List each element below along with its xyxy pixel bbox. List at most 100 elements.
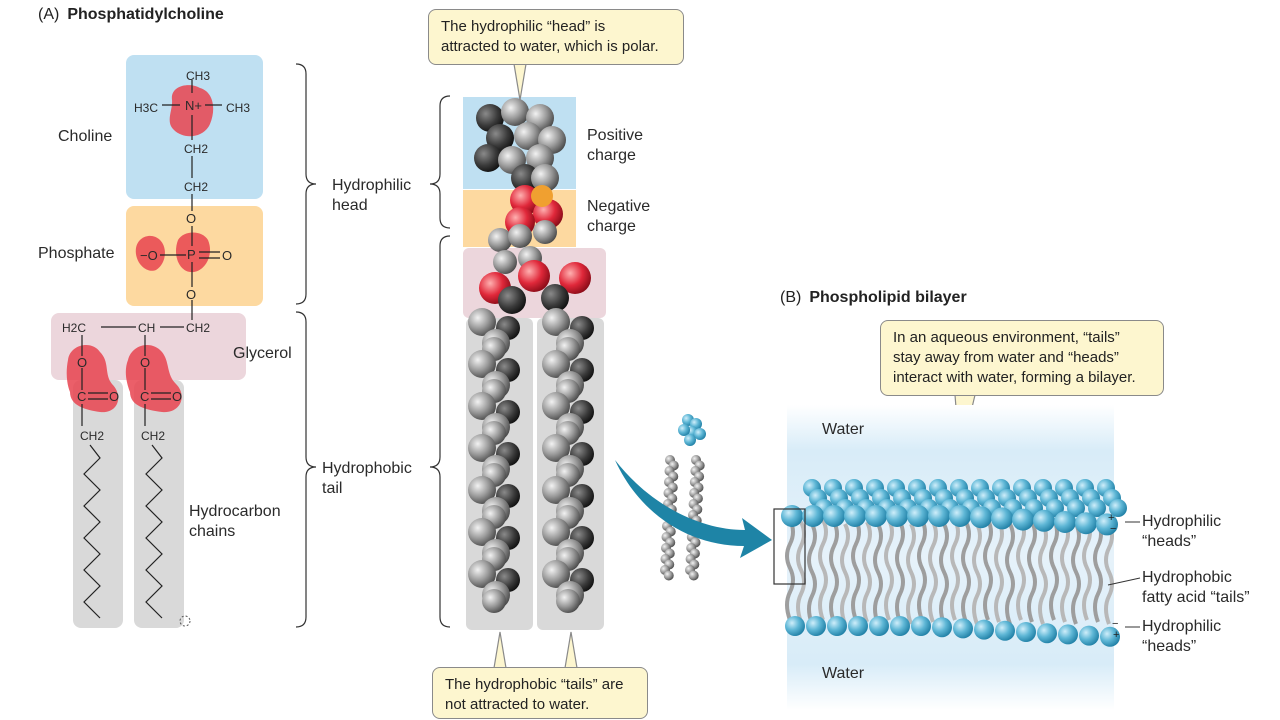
head-atom	[511, 164, 539, 192]
head-atom	[474, 144, 502, 172]
label-heads-bottom-2: “heads”	[1142, 638, 1197, 655]
bracket-tail-right	[429, 235, 451, 628]
label-hydrocarbon-2: chains	[189, 523, 236, 540]
fatty-acid-tail	[873, 523, 883, 625]
head-top-front	[1075, 512, 1097, 535]
head-top-front	[907, 505, 929, 527]
fatty-acid-tail	[884, 519, 894, 621]
label-phosphate: Phosphate	[38, 245, 115, 262]
label-heads-bottom-1: Hydrophilic	[1142, 618, 1222, 635]
head-bottom	[1100, 626, 1120, 647]
label-heads-top-2: “heads”	[1142, 533, 1197, 550]
pointer-tails-right	[564, 631, 578, 669]
ester-oxygen-atom	[518, 260, 550, 292]
formula-ch2-a: CH2	[184, 142, 209, 156]
formula-n-plus: N+	[185, 98, 202, 113]
tail-atom-left	[468, 560, 496, 588]
formula-o-top: O	[186, 211, 197, 226]
glycerol-atom	[533, 220, 557, 244]
pointer-tails-left	[493, 631, 507, 669]
formula-ch2-c: CH2	[186, 321, 211, 335]
fatty-acid-tail	[950, 519, 960, 621]
head-atom	[501, 98, 529, 126]
head-bottom	[890, 616, 910, 636]
mini-tail-atom	[688, 570, 699, 581]
head-bottom	[995, 620, 1015, 641]
head-bottom	[1079, 625, 1099, 646]
callout-bilayer-line-3: interact with water, forming a bilayer.	[893, 369, 1136, 386]
head-bottom	[785, 616, 805, 636]
fatty-acid-tail	[796, 521, 806, 623]
head-bottom	[827, 616, 847, 636]
fatty-acid-tail	[961, 521, 971, 623]
zigzag-chain-right	[145, 444, 163, 619]
tail-atom-left	[468, 476, 496, 504]
callout-bilayer-line-2: stay away from water and “heads”	[893, 349, 1119, 366]
fatty-acid-tail	[906, 523, 916, 625]
label-hydrophilic-2: head	[332, 197, 368, 214]
fatty-acid-tail	[1104, 523, 1114, 625]
label-hydrophobic-1: Hydrophobic	[322, 460, 412, 477]
ester-blob-left	[66, 345, 119, 413]
fatty-acid-tail	[840, 523, 850, 625]
fatty-acid-tail	[895, 521, 905, 623]
formula-o-left: O	[77, 355, 88, 370]
label-positive-2: charge	[587, 147, 636, 164]
label-negative-1: Negative	[587, 198, 651, 215]
head-top-front	[823, 505, 845, 527]
callout-head-line-2: attracted to water, which is polar.	[441, 38, 659, 55]
phosphorus-atom	[531, 185, 553, 207]
bilayer-model	[781, 479, 1127, 647]
head-bottom	[953, 618, 973, 639]
label-hydrocarbon-1: Hydrocarbon	[189, 503, 281, 520]
fatty-acid-tail	[1027, 521, 1037, 623]
fatty-acid-tail	[928, 521, 938, 623]
head-bottom	[932, 617, 952, 638]
tail-atom-left	[468, 308, 496, 336]
tail-atom-left	[468, 518, 496, 546]
head-atom	[531, 164, 559, 192]
panel-b-letter: (B)	[780, 289, 802, 306]
label-hydrophilic-1: Hydrophilic	[332, 177, 412, 194]
fatty-acid-tail	[1071, 523, 1081, 625]
callout-head-line-1: The hydrophilic “head” is	[441, 18, 606, 35]
fatty-acid-tail	[807, 523, 817, 625]
head-bottom	[911, 616, 931, 636]
label-negative-2: charge	[587, 218, 636, 235]
tail-atom-right	[542, 434, 570, 462]
head-top-front	[1012, 508, 1034, 531]
head-bottom	[974, 619, 994, 640]
label-water-bottom: Water	[822, 665, 865, 682]
formula-o-carbonyl-left: O	[109, 389, 120, 404]
bracket-tail	[295, 311, 317, 628]
mini-head-atom	[684, 434, 696, 446]
fatty-acid-tail	[1082, 519, 1092, 621]
label-hydrophobic-2: tail	[322, 480, 343, 497]
tail-atom-right	[542, 560, 570, 588]
dotted-marker	[179, 615, 191, 627]
panel-b-title: (B) Phospholipid bilayer	[780, 289, 967, 307]
fatty-acid-tail	[829, 521, 839, 623]
head-top-front	[844, 505, 866, 527]
label-tails-1: Hydrophobic	[1142, 569, 1232, 586]
head-top-back	[1067, 499, 1085, 517]
formula-ch2-tail-left: CH2	[80, 429, 105, 443]
ester-oxygen-atom	[559, 262, 591, 294]
panel-b-title-text: Phospholipid bilayer	[809, 289, 967, 306]
head-bottom	[869, 616, 889, 636]
tail-atom-right	[542, 308, 570, 336]
head-top-front	[1033, 509, 1055, 532]
space-filling-model	[468, 98, 594, 613]
head-top-front	[802, 505, 824, 527]
panel-a-title-text: Phosphatidylcholine	[67, 6, 224, 23]
label-water-top: Water	[822, 421, 865, 438]
head-bottom	[806, 616, 826, 636]
tail-region-left	[73, 380, 123, 628]
plus-sign-top: +	[1108, 512, 1114, 524]
phosphate-oxygen-blob-left	[135, 235, 165, 271]
tail-atom-left	[468, 392, 496, 420]
fatty-acid-tail	[1093, 521, 1103, 623]
carbonyl-carbon-atom	[498, 286, 526, 314]
tail-atom-right	[542, 392, 570, 420]
